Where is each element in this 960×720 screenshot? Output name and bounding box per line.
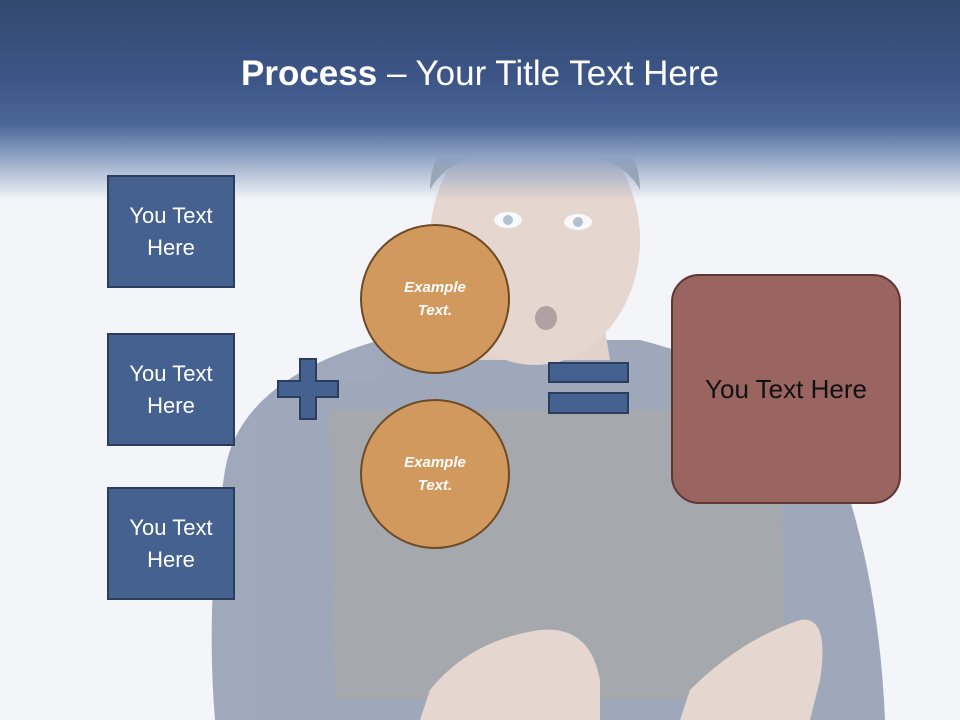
text-box-1[interactable]: You Text Here (107, 175, 235, 288)
text-box-2-label: You Text Here (129, 360, 213, 418)
text-box-2[interactable]: You Text Here (107, 333, 235, 446)
plus-icon (277, 358, 339, 420)
result-box[interactable]: You Text Here (671, 274, 901, 504)
example-circle-1[interactable]: Example Text. (360, 224, 510, 374)
result-box-label: You Text Here (705, 373, 867, 404)
example-circle-2[interactable]: Example Text. (360, 399, 510, 549)
example-circle-2-label: Example Text. (404, 454, 466, 494)
slide-title: Process – Your Title Text Here (0, 52, 960, 96)
title-bold: Process (241, 54, 378, 93)
title-rest: – Your Title Text Here (377, 54, 719, 93)
text-box-3-label: You Text Here (129, 514, 213, 572)
text-box-3[interactable]: You Text Here (107, 487, 235, 600)
text-box-1-label: You Text Here (129, 202, 213, 260)
header-band (0, 0, 960, 200)
example-circle-1-label: Example Text. (404, 279, 466, 319)
equals-icon (548, 362, 629, 414)
